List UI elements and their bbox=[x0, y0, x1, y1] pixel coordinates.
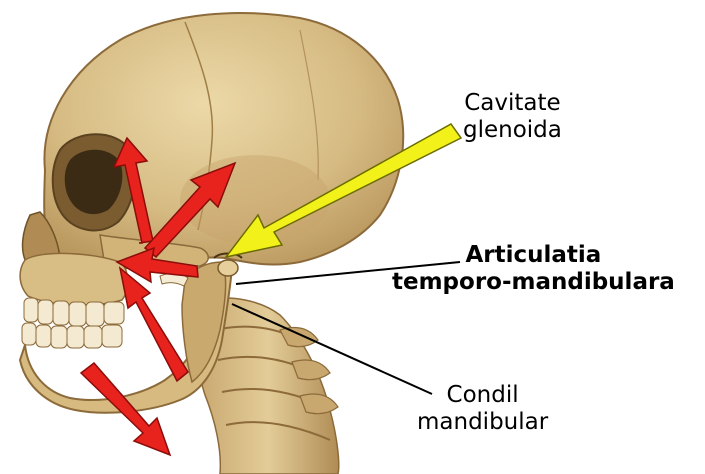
mandibular-condyle bbox=[218, 260, 238, 276]
label-tmj-line1: Articulatia bbox=[392, 242, 675, 269]
label-condyle-line2: mandibular bbox=[417, 409, 548, 436]
teeth bbox=[22, 298, 124, 348]
label-condyle-line1: Condil bbox=[417, 382, 548, 409]
label-tmj-line2: temporo-mandibulara bbox=[392, 269, 675, 296]
label-mandibular-condyle: Condil mandibular bbox=[417, 382, 548, 436]
red-arrow-down-right bbox=[120, 268, 188, 381]
label-glenoid-cavity: Cavitate glenoida bbox=[463, 90, 562, 144]
label-glenoid-cavity-line2: glenoida bbox=[463, 117, 562, 144]
label-temporomandibular-joint: Articulatia temporo-mandibulara bbox=[392, 242, 675, 296]
label-glenoid-cavity-line1: Cavitate bbox=[463, 90, 562, 117]
